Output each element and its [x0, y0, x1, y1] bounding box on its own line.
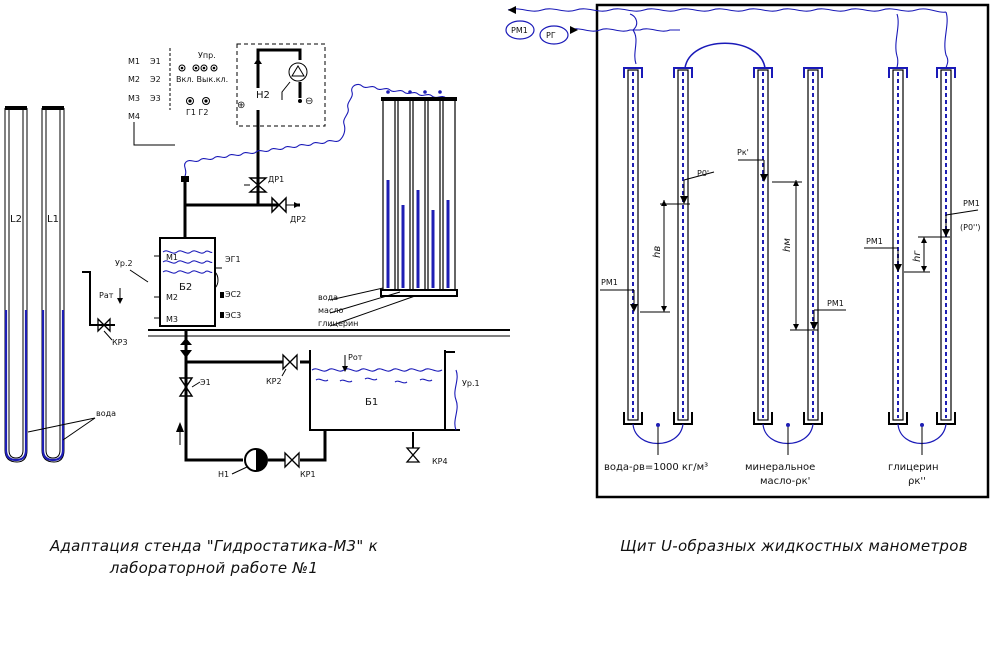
hose-pm1 — [507, 8, 947, 13]
tank-b2: Б2 М1 М2 М3 ЭГ1 ЭС2 ЭС3 — [154, 237, 241, 327]
h-g: hг — [912, 250, 923, 262]
valve-kr3-label: КР3 — [112, 338, 128, 347]
g-labels: Г1 Г2 — [186, 108, 208, 117]
plus-terminal: ⊕ — [237, 100, 245, 111]
sensor-es3: ЭС3 — [225, 311, 241, 320]
valve-dr1-label: ДР1 — [268, 175, 284, 184]
water-label-left: вода — [96, 409, 116, 418]
switch-legend: М1 Э1 М2 Э2 М3 Э3 М4 Упр. Вкл. Вык.кл. Г… — [128, 48, 228, 146]
sensor-es2: ЭС2 — [225, 290, 241, 299]
u-tube-glycerin — [888, 67, 956, 445]
tank-b1-label: Б1 — [365, 397, 378, 408]
pump-h2-label: Н2 — [256, 90, 270, 101]
tube-label-l1: L1 — [47, 214, 59, 225]
stand-caption-line2: лабораторной работе №1 — [109, 559, 318, 577]
p-ot-label: Pот — [348, 353, 363, 362]
gly-line2-label: ρк'' — [908, 476, 926, 487]
u-manometer-panel: PМ1 PГ — [505, 3, 990, 499]
u-tube-water — [623, 67, 693, 445]
level-2-assembly: Ур.2 Pат КР3 — [82, 259, 149, 347]
minus-terminal: ⊖ — [305, 96, 313, 107]
p-m1-right-top: PМ1 — [963, 199, 980, 208]
legend-water: вода — [318, 293, 338, 302]
oil-line2-label: масло-ρк' — [760, 476, 810, 487]
left-manometer-tubes: L2 L1 вода — [4, 106, 116, 463]
hose-pg — [569, 13, 680, 32]
panel-p-g-top: PГ — [546, 31, 556, 40]
legend-row-e1: Э1 — [150, 57, 161, 66]
control-label: Упр. — [198, 51, 216, 60]
tank-b1: Pот Б1 Ур.1 КР4 — [309, 350, 480, 466]
legend-row-m4: М4 — [128, 112, 140, 121]
legend-glycerin: глицерин — [318, 319, 358, 328]
gly-line1-label: глицерин — [888, 462, 939, 473]
piping-lower: Э1 КР2 Н1 КР1 — [176, 330, 327, 479]
panel-p-m1-top: PМ1 — [511, 26, 528, 35]
legend-row-m1: М1 — [128, 57, 140, 66]
panel-caption: Щит U-образных жидкостных манометров — [620, 537, 968, 555]
p0-double-prime: (P0'') — [960, 223, 981, 232]
h-m: hм — [782, 238, 793, 252]
panel-annotations: PМ1 P0' hв Pк' hм PМ1 — [600, 148, 981, 331]
h-b: hв — [652, 246, 663, 258]
stand-caption-line1: Адаптация стенда "Гидростатика-М3" к — [49, 537, 378, 555]
valve-z1-label: Э1 — [200, 378, 211, 387]
water-line-label: вода-ρв=1000 кг/м³ — [604, 462, 708, 473]
sensor-m2: М2 — [166, 293, 178, 302]
valve-kr1-label: КР1 — [300, 470, 316, 479]
valve-dr2-label: ДР2 — [290, 215, 306, 224]
sensor-m3: М3 — [166, 315, 178, 324]
valve-kr4-label: КР4 — [432, 457, 448, 466]
oil-line1-label: минеральное — [745, 462, 815, 473]
sensor-eg1: ЭГ1 — [225, 255, 241, 264]
legend-row-e3: Э3 — [150, 94, 161, 103]
legend-row-e2: Э2 — [150, 75, 161, 84]
pk-prime: Pк' — [737, 148, 749, 157]
p-m1-left: PМ1 — [601, 278, 618, 287]
hose-to-rack — [184, 83, 457, 177]
p-m1-right: PМ1 — [866, 237, 883, 246]
p-m1-mid: PМ1 — [827, 299, 844, 308]
p0-prime: P0' — [697, 169, 709, 178]
sensor-m1: М1 — [166, 253, 178, 262]
center-manometer-rack[interactable] — [380, 90, 458, 297]
piping-upper: ДР1 ДР2 — [181, 110, 306, 240]
tank-b2-label: Б2 — [179, 282, 192, 293]
tube-label-l2: L2 — [10, 214, 22, 225]
legend-row-m3: М3 — [128, 94, 140, 103]
liquid-legend: вода масло глицерин — [318, 287, 416, 328]
level-1-label: Ур.1 — [462, 379, 480, 388]
legend-oil: масло — [318, 306, 343, 315]
valve-kr2-label: КР2 — [266, 377, 282, 386]
on-off-label: Вкл. Вык.кл. — [176, 75, 228, 84]
pump-n2-unit: Н2 ⊕ ⊖ — [236, 43, 326, 127]
level-2-label: Ур.2 — [115, 259, 133, 268]
legend-row-m2: М2 — [128, 75, 140, 84]
pump-n1-label: Н1 — [218, 470, 229, 479]
p-atm-label: Pат — [99, 291, 114, 300]
